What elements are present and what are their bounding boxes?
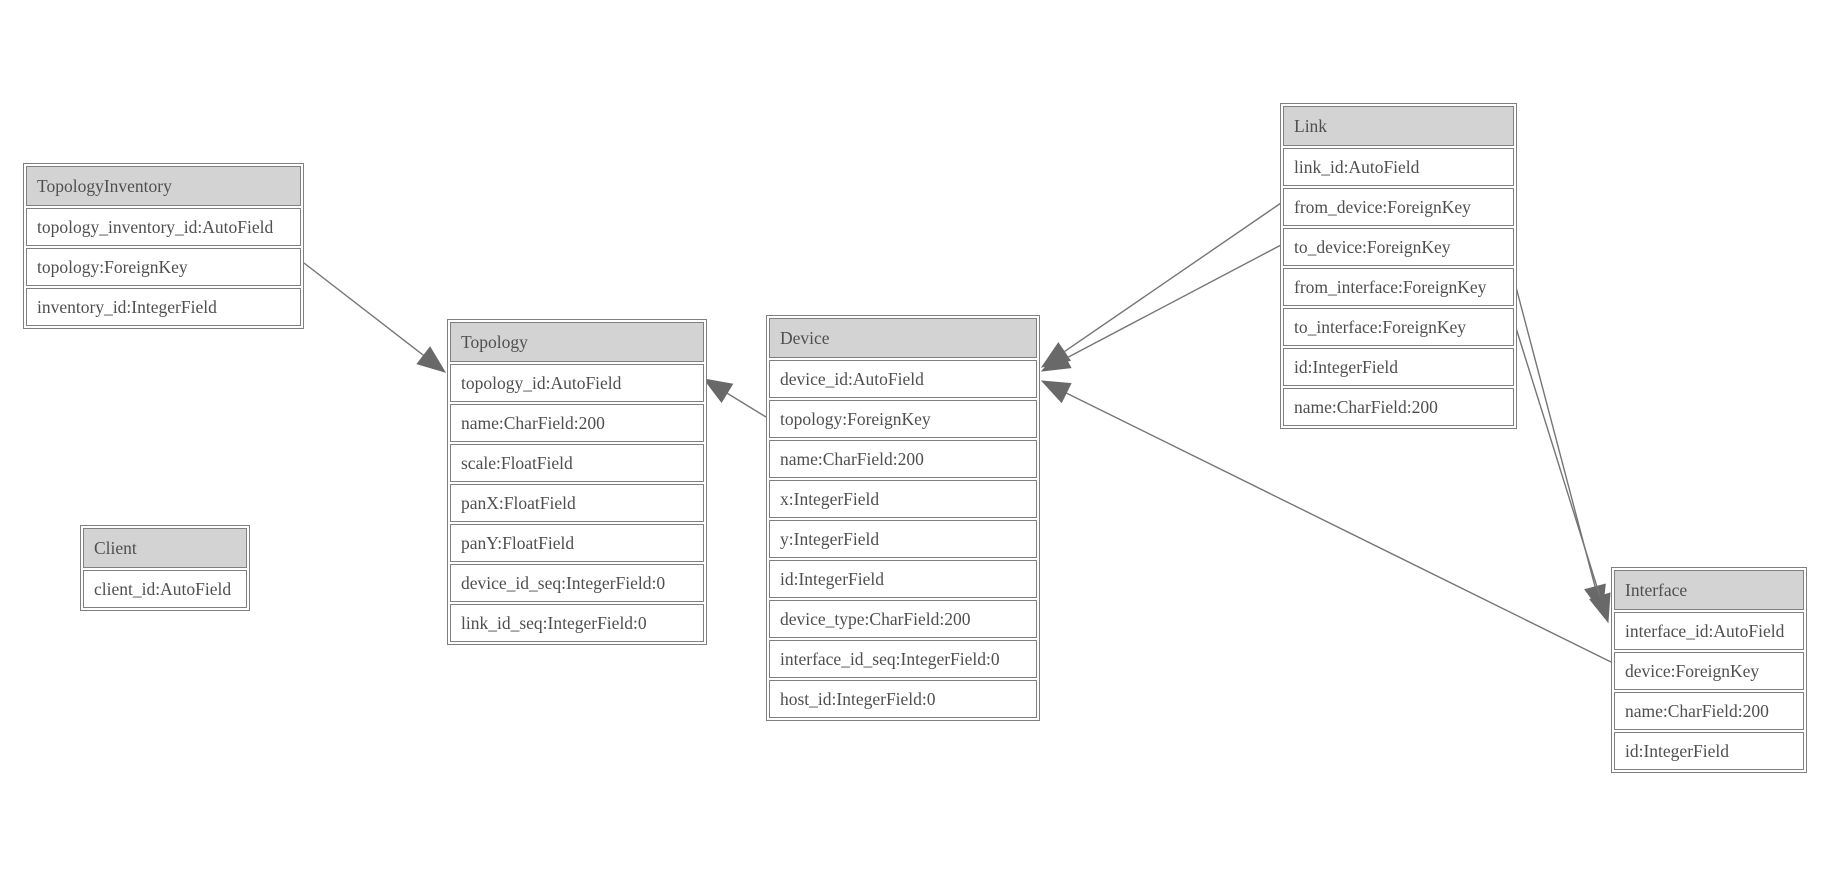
- entity-field-row: host_id:IntegerField:0: [769, 680, 1037, 718]
- entity-field-row: panY:FloatField: [450, 524, 704, 562]
- entity-field-row: topology_id:AutoField: [450, 364, 704, 402]
- entity-field-row: from_device:ForeignKey: [1283, 188, 1514, 226]
- entity-field-row: name:CharField:200: [1614, 692, 1804, 730]
- entity-field-row: from_interface:ForeignKey: [1283, 268, 1514, 306]
- entity-field-row: topology:ForeignKey: [769, 400, 1037, 438]
- relationship-arrowhead-interface: [1589, 592, 1611, 624]
- entity-title: Client: [83, 528, 247, 568]
- entity-field-row: name:CharField:200: [450, 404, 704, 442]
- entity-field-row: device_type:CharField:200: [769, 600, 1037, 638]
- entity-field-row: interface_id_seq:IntegerField:0: [769, 640, 1037, 678]
- entity-title: Link: [1283, 106, 1514, 146]
- entity-title: Interface: [1614, 570, 1804, 610]
- entity-field-row: id:IntegerField: [1283, 348, 1514, 386]
- relationship-line-topologyinventory-topology: [303, 262, 425, 357]
- entity-field-row: name:CharField:200: [769, 440, 1037, 478]
- entity-field-row: inventory_id:IntegerField: [26, 288, 301, 326]
- relationship-arrowhead-device: [1040, 348, 1072, 372]
- entity-field-row: y:IntegerField: [769, 520, 1037, 558]
- entity-field-row: topology_inventory_id:AutoField: [26, 208, 301, 246]
- entity-field-row: scale:FloatField: [450, 444, 704, 482]
- relationship-arrowhead-device: [1040, 380, 1072, 404]
- entity-field-row: id:IntegerField: [1614, 732, 1804, 770]
- entity-title: Device: [769, 318, 1037, 358]
- entity-field-row: link_id_seq:IntegerField:0: [450, 604, 704, 642]
- entity-field-row: link_id:AutoField: [1283, 148, 1514, 186]
- entity-field-row: id:IntegerField: [769, 560, 1037, 598]
- relationship-line-device-topology: [726, 392, 767, 418]
- entity-field-row: device_id_seq:IntegerField:0: [450, 564, 704, 602]
- relationship-line-link-from_device: [1063, 202, 1282, 353]
- entity-field-row: interface_id:AutoField: [1614, 612, 1804, 650]
- relationship-arrowhead-topology: [416, 346, 447, 373]
- entity-title: Topology: [450, 322, 704, 362]
- entity-field-row: x:IntegerField: [769, 480, 1037, 518]
- relationship-line-link-to_device: [1065, 244, 1282, 360]
- entity-field-row: device_id:AutoField: [769, 360, 1037, 398]
- entity-field-row: device:ForeignKey: [1614, 652, 1804, 690]
- relationship-arrowhead-topology: [702, 378, 734, 403]
- entity-field-row: client_id:AutoField: [83, 570, 247, 608]
- entity-field-row: to_interface:ForeignKey: [1283, 308, 1514, 346]
- relationship-line-interface-device: [1065, 392, 1612, 663]
- entity-field-row: panX:FloatField: [450, 484, 704, 522]
- entity-field-row: to_device:ForeignKey: [1283, 228, 1514, 266]
- entity-field-row: name:CharField:200: [1283, 388, 1514, 426]
- relationship-line-link-to_interface: [1515, 327, 1601, 597]
- entity-title: TopologyInventory: [26, 166, 301, 206]
- entity-field-row: topology:ForeignKey: [26, 248, 301, 286]
